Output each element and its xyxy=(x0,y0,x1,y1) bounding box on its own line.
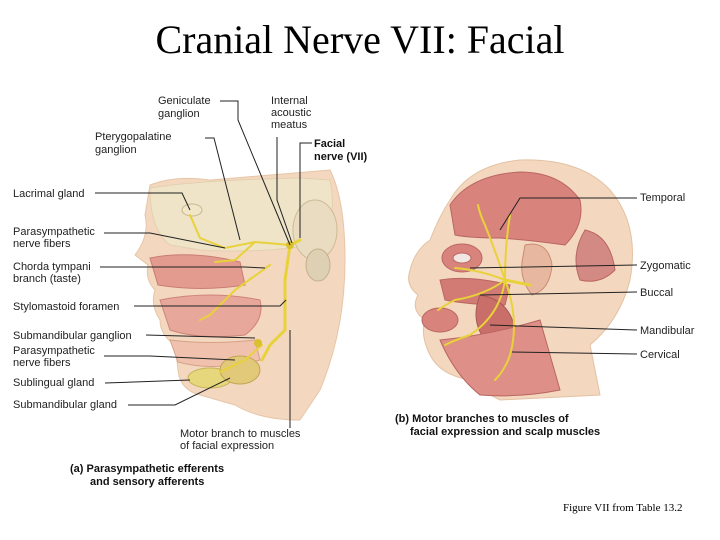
figure-source-caption: Figure VII from Table 13.2 xyxy=(563,502,683,514)
panel-b-cervical-branch xyxy=(494,279,515,381)
label-submandibular-ganglion: Submandibular ganglion xyxy=(13,330,132,342)
label-parasympathetic-fibers-upper: Parasympathetic nerve fibers xyxy=(13,226,98,250)
panel-a-caption: (a) Parasympathetic efferents and sensor… xyxy=(70,463,227,488)
panel-b-mandibular-branch xyxy=(444,279,506,346)
panel-b-platysma-muscle xyxy=(439,319,561,397)
label-zygomatic: Zygomatic xyxy=(640,260,691,272)
panel-a-pterygopalatine-branch xyxy=(214,241,256,263)
label-chorda-tympani: Chorda tympani branch (taste) xyxy=(13,261,94,285)
label-stylomastoid-foramen: Stylomastoid foramen xyxy=(13,301,119,313)
panel-a-mastoid xyxy=(305,248,331,282)
panel-a-chorda-tympani-branch xyxy=(199,264,271,321)
label-internal-acoustic-meatus: Internal acoustic meatus xyxy=(271,95,314,131)
panel-a-lacrimal-gland xyxy=(181,203,203,217)
panel-b-temporal-branch xyxy=(477,204,506,281)
panel-a-nasal-cavity xyxy=(149,254,246,289)
panel-b-zygomatic-branch xyxy=(454,267,506,281)
label-parasympathetic-fibers-lower: Parasympathetic nerve fibers xyxy=(13,345,98,369)
label-motor-branch: Motor branch to muscles of facial expres… xyxy=(180,428,304,452)
panel-b-temporalis-muscle xyxy=(449,171,582,246)
panel-b-buccal-branch xyxy=(437,279,506,311)
panel-b-caption: (b) Motor branches to muscles of facial … xyxy=(395,413,600,438)
label-submandibular-gland: Submandibular gland xyxy=(13,399,117,411)
panel-a-submandibular-gland xyxy=(219,355,261,385)
label-facial-nerve: Facial nerve (VII) xyxy=(314,138,368,163)
label-geniculate-ganglion: Geniculate ganglion xyxy=(158,95,214,120)
label-buccal: Buccal xyxy=(640,287,673,299)
panel-b-ear xyxy=(521,243,553,296)
label-pterygopalatine-ganglion: Pterygopalatine ganglion xyxy=(95,131,175,156)
label-mandibular: Mandibular xyxy=(640,325,695,337)
panel-a-submandibular-branch xyxy=(219,344,263,373)
panel-b-illustration xyxy=(408,159,633,401)
label-temporal: Temporal xyxy=(640,192,685,204)
panel-a-submandibular-ganglion xyxy=(254,339,262,347)
panel-b-temporal-branch-2 xyxy=(504,214,511,281)
label-cervical: Cervical xyxy=(640,349,680,361)
slide-title: Cranial Nerve VII: Facial xyxy=(155,17,565,62)
panel-a-illustration xyxy=(134,169,346,421)
panel-a-labels: Geniculate ganglion Internal acoustic me… xyxy=(13,95,368,488)
label-lacrimal-gland: Lacrimal gland xyxy=(13,188,85,200)
panel-b-occipital-muscle xyxy=(575,229,616,282)
panel-b-orbicularis-oris xyxy=(421,307,459,333)
panel-b-facial-nerve-trunk xyxy=(503,278,532,287)
panel-b-labels: Temporal Zygomatic Buccal Mandibular Cer… xyxy=(395,192,695,438)
panel-b-eye xyxy=(452,252,472,264)
panel-a-leaders xyxy=(95,100,312,428)
label-sublingual-gland: Sublingual gland xyxy=(13,377,94,389)
panel-b-leaders xyxy=(469,197,638,355)
